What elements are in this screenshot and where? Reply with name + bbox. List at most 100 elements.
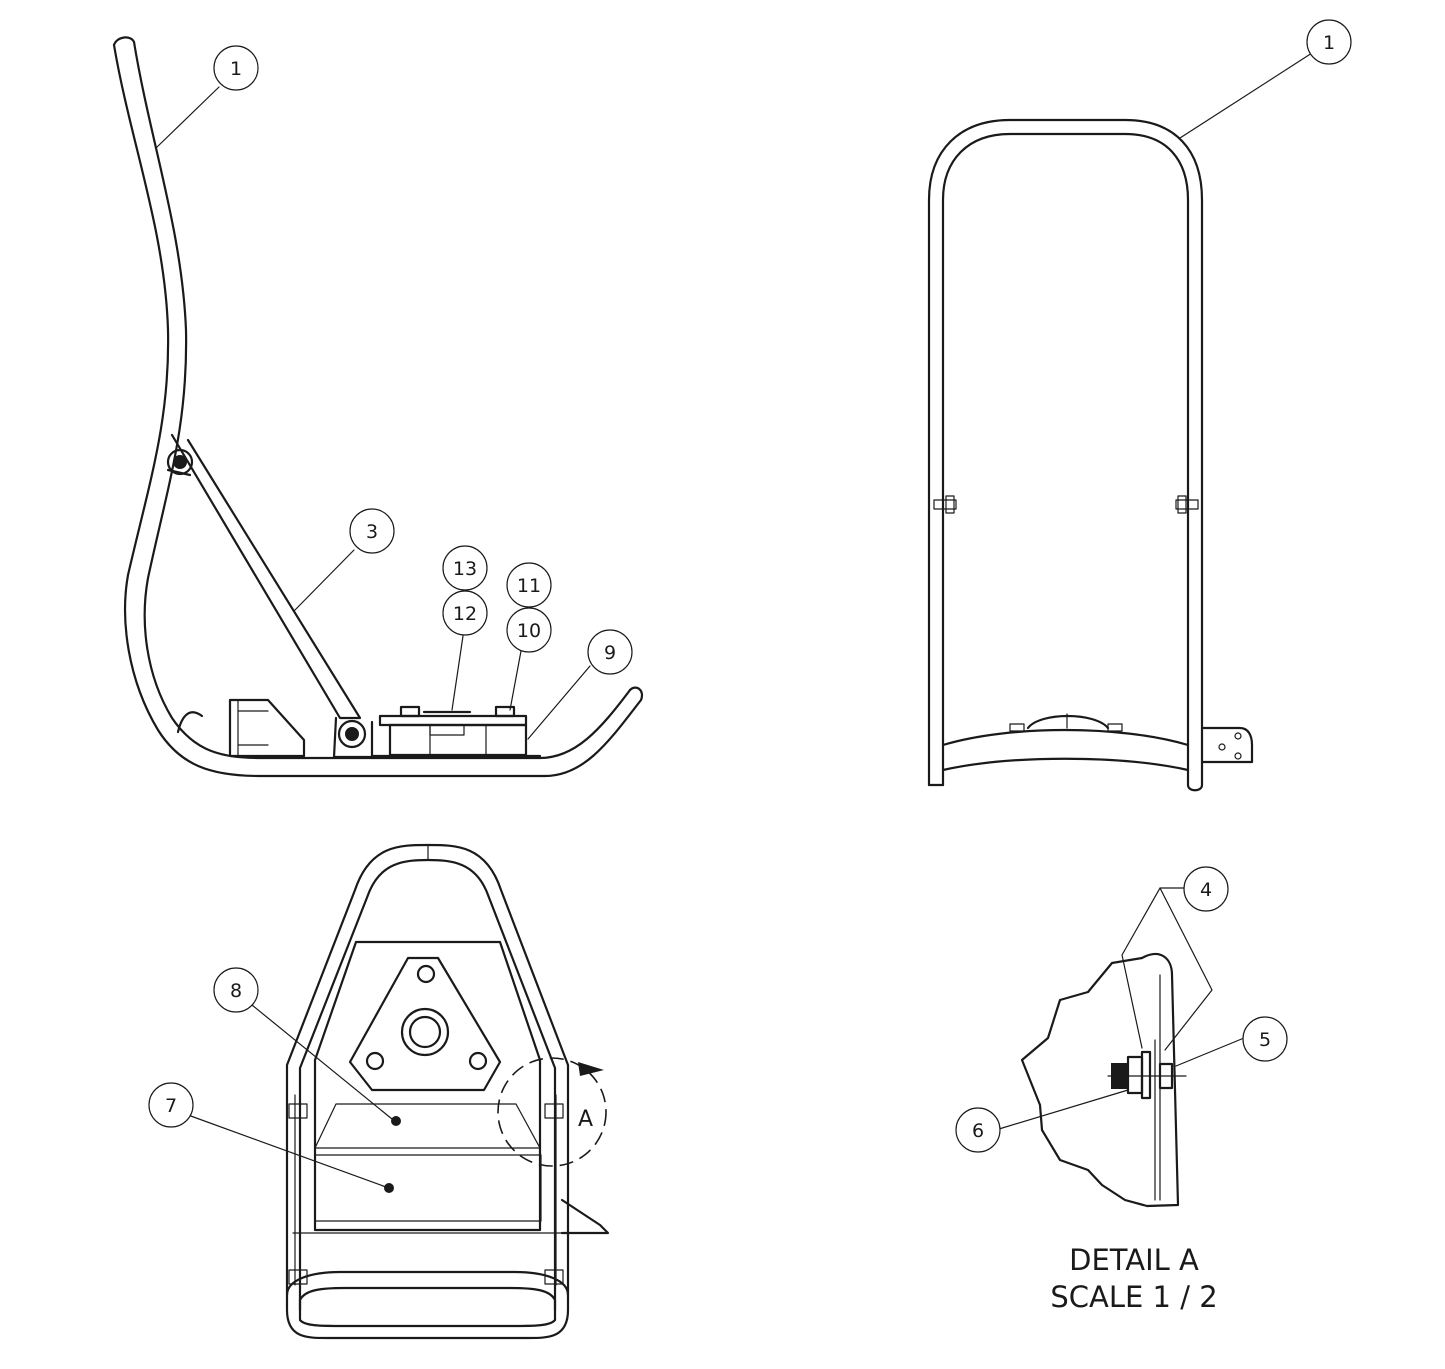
side-leader-1	[155, 86, 220, 149]
front-leader-1	[1179, 52, 1313, 139]
balloon-circle	[587, 629, 633, 675]
top-panel-7-dot	[384, 1183, 394, 1193]
top-clamp-left-lower	[288, 1269, 308, 1285]
detail-leader-6	[998, 1089, 1129, 1130]
section-marker: A	[578, 1107, 593, 1132]
balloon-detail-4: 4	[1183, 866, 1229, 912]
detail-leader-5	[1175, 1037, 1245, 1067]
top-plate-8	[314, 1103, 541, 1149]
side-mount-insert	[429, 724, 465, 736]
top-front-loop-outer	[285, 1270, 570, 1297]
front-crossbar-bottom	[941, 757, 1190, 772]
top-clamp-right-lower	[544, 1269, 564, 1285]
top-panel-7	[314, 1154, 542, 1222]
balloon-circle	[506, 607, 552, 653]
balloon-side-3: 3	[349, 508, 395, 554]
balloon-circle	[148, 1082, 194, 1128]
side-mount-block	[388, 723, 528, 757]
side-lower-pivot	[337, 719, 367, 749]
side-bracket	[332, 716, 374, 759]
balloon-circle	[506, 562, 552, 608]
balloon-number: 11	[517, 575, 541, 597]
balloon-side-1: 1	[213, 45, 259, 91]
detail-a-view: DETAIL A SCALE 1 / 2	[998, 887, 1245, 1314]
balloon-side-12: 12	[442, 590, 488, 636]
side-tube-outer	[112, 43, 643, 778]
top-clamp-right-upper	[544, 1103, 564, 1119]
balloon-number: 7	[165, 1095, 177, 1117]
detail-callout-circle	[497, 1057, 607, 1167]
side-upper-pivot	[166, 448, 194, 476]
balloon-circle	[1183, 866, 1229, 912]
balloon-side-9: 9	[587, 629, 633, 675]
side-leader-3	[293, 549, 355, 612]
top-bolt-top	[416, 964, 436, 984]
balloon-circle	[213, 45, 259, 91]
top-plate-8-dot	[391, 1116, 401, 1126]
top-bolt-right	[468, 1051, 488, 1071]
detail-title: DETAIL A	[1069, 1243, 1199, 1277]
balloon-number: 10	[517, 620, 541, 642]
top-tube-inner	[298, 858, 557, 1312]
top-base-plate	[313, 940, 542, 1232]
balloon-circle	[1306, 19, 1352, 65]
balloon-number: 6	[972, 1120, 984, 1142]
balloon-number: 5	[1259, 1029, 1271, 1051]
balloon-front-1: 1	[1306, 19, 1352, 65]
side-brace	[170, 433, 362, 720]
detail-break-outline	[1020, 956, 1149, 1208]
top-front-loop-inner	[298, 1286, 557, 1328]
top-view: A	[187, 843, 610, 1340]
front-plate-hole-2	[1218, 743, 1226, 751]
front-nut-left	[1009, 723, 1025, 732]
top-leader-7	[187, 1114, 387, 1188]
balloon-detail-5: 5	[1242, 1016, 1288, 1062]
detail-callout-arrow	[578, 1062, 604, 1076]
side-leader-12	[451, 635, 464, 711]
side-leader-9	[527, 665, 591, 740]
balloon-top-7: 7	[148, 1082, 194, 1128]
balloon-number: 1	[1323, 32, 1335, 54]
balloon-detail-6: 6	[955, 1107, 1001, 1153]
balloon-number: 13	[453, 558, 477, 580]
balloon-circle	[955, 1107, 1001, 1153]
front-tube-inner	[941, 132, 1190, 787]
front-nut-right	[1107, 723, 1123, 732]
side-tube-cap	[112, 36, 136, 47]
front-clamp-left-nut	[945, 495, 955, 514]
front-side-plate	[1200, 726, 1254, 764]
side-nut-right	[494, 705, 516, 718]
balloon-circle	[442, 545, 488, 591]
side-rear-bracket	[228, 698, 306, 758]
top-engine-shaft-inner	[408, 1015, 442, 1049]
balloon-side-11: 11	[506, 562, 552, 608]
side-nut-left	[399, 705, 421, 718]
front-view	[927, 52, 1313, 792]
balloon-circle	[1242, 1016, 1288, 1062]
side-tube-inner	[132, 40, 632, 760]
front-clamp-left	[933, 499, 957, 510]
top-engine-shaft-outer	[400, 1007, 450, 1057]
balloon-top-8: 8	[213, 967, 259, 1013]
front-clamp-right-nut	[1177, 495, 1187, 514]
top-clamp-left-upper	[288, 1103, 308, 1119]
side-leader-10	[509, 650, 522, 711]
balloon-circle	[349, 508, 395, 554]
top-side-bracket	[560, 1198, 610, 1235]
detail-leader-4a	[1121, 887, 1187, 1049]
side-mount-plate	[378, 714, 528, 727]
balloon-side-10: 10	[506, 607, 552, 653]
side-lower-pivot-hub	[345, 727, 359, 741]
front-plate-hole-3	[1234, 752, 1242, 760]
side-view	[112, 36, 644, 778]
balloon-side-13: 13	[442, 545, 488, 591]
balloon-number: 4	[1200, 879, 1212, 901]
front-dome	[1026, 714, 1110, 730]
top-engine-triangle	[348, 956, 502, 1092]
detail-plate	[1140, 952, 1180, 1208]
detail-washer	[1126, 1055, 1144, 1095]
side-tube-end	[628, 686, 644, 702]
balloon-number: 9	[604, 642, 616, 664]
